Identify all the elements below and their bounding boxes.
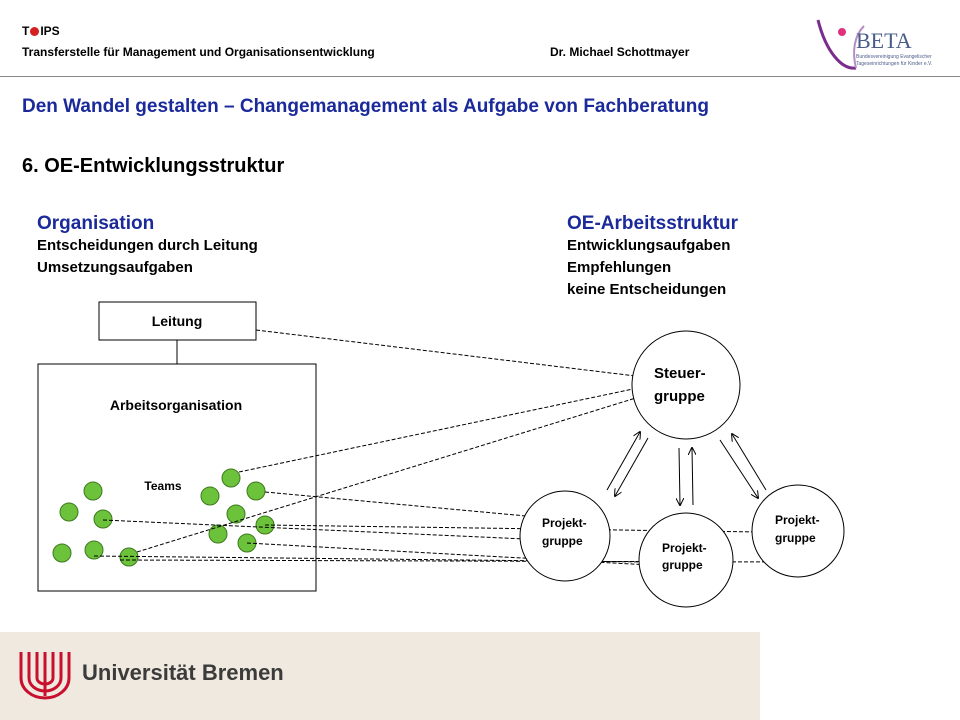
team-circle	[83, 481, 103, 501]
team-circle	[119, 547, 139, 567]
leitung-label: Leitung	[152, 313, 203, 329]
university-bremen-logo	[19, 652, 71, 700]
projektgruppe-label-1: Projekt-	[662, 541, 707, 555]
arrow-steuer-to-projekt	[679, 447, 680, 505]
brand-letter-t: T	[22, 24, 30, 38]
author-name: Dr. Michael Schottmayer	[550, 45, 690, 59]
oe-structure-heading: OE-Arbeitsstruktur	[567, 213, 739, 234]
team-circle	[52, 543, 72, 563]
arrow-leitung-to-steuergruppe	[255, 329, 652, 378]
brand-letters-ips: IPS	[40, 24, 60, 38]
section-heading: 6. OE-Entwicklungsstruktur	[22, 155, 285, 177]
projektgruppe-label-1: Projekt-	[775, 513, 820, 527]
teams-label: Teams	[144, 479, 181, 493]
beta-logo: BETA Bundesvereinigung Evangelischer Tag…	[816, 19, 932, 70]
team-circle	[226, 504, 246, 524]
organisation-heading: Organisation	[37, 213, 155, 234]
arrow-team-to-projektgruppe	[264, 524, 760, 532]
arrow-projekt-to-steuer	[732, 434, 767, 491]
leitung-box	[98, 301, 257, 341]
projektgruppe-label-2: gruppe	[662, 558, 703, 572]
arbeitsorganisation-label: Arbeitsorganisation	[110, 397, 242, 413]
steuergruppe-label-1: Steuer-	[654, 365, 706, 382]
oe-structure-line: Entwicklungsaufgaben	[567, 237, 731, 254]
steuergruppe-label-2: gruppe	[654, 388, 705, 405]
team-circle	[246, 481, 266, 501]
team-circle	[93, 509, 113, 529]
team-circle	[221, 468, 241, 488]
projektgruppe-label-2: gruppe	[775, 531, 816, 545]
projektgruppe-label-2: gruppe	[542, 534, 583, 548]
svg-text:Tageseinrichtungen für Kinder: Tageseinrichtungen für Kinder e.V.	[856, 61, 932, 67]
oe-structure-line: keine Entscheidungen	[567, 281, 727, 298]
arrow-projekt-to-steuer	[692, 448, 693, 506]
slide-title: Den Wandel gestalten – Changemanagement …	[22, 96, 709, 117]
university-name: Universität Bremen	[82, 660, 284, 685]
beta-logo-text: BETA	[856, 28, 912, 53]
organisation-line: Umsetzungsaufgaben	[37, 259, 193, 276]
footer-corner	[760, 668, 960, 720]
team-circle	[208, 524, 228, 544]
projektgruppe-circle	[519, 490, 611, 582]
team-circle	[200, 486, 220, 506]
arrow-steuer-to-projekt	[719, 439, 758, 498]
team-circle	[59, 502, 79, 522]
brand-red-dot	[30, 26, 40, 36]
projektgruppe-circle	[638, 512, 734, 608]
arrow-team-to-steuergruppe	[238, 385, 652, 473]
arbeitsorganisation-box	[37, 363, 317, 592]
header-divider	[0, 76, 960, 77]
svg-text:Bundesvereinigung Evangelische: Bundesvereinigung Evangelischer	[856, 54, 932, 60]
oe-structure-line: Empfehlungen	[567, 259, 672, 276]
arrow-steuer-to-projekt	[615, 437, 649, 496]
tips-brand: T IPS	[22, 24, 60, 38]
projektgruppe-label-1: Projekt-	[542, 516, 587, 530]
organisation-line: Entscheidungen durch Leitung	[37, 237, 258, 254]
projektgruppe-circle	[751, 484, 845, 578]
oe-structure-column: OE-Arbeitsstruktur Entwicklungsaufgaben …	[567, 213, 738, 301]
team-circle	[84, 540, 104, 560]
institution-name: Transferstelle für Management und Organi…	[22, 45, 375, 59]
arrow-team-to-projektgruppe	[264, 491, 548, 518]
steuergruppe-circle	[631, 330, 741, 440]
organisation-column: Organisation Entscheidungen durch Leitun…	[37, 213, 258, 279]
arrow-team-to-projektgruppe	[102, 519, 548, 540]
arrow-projekt-to-steuer	[606, 432, 640, 491]
